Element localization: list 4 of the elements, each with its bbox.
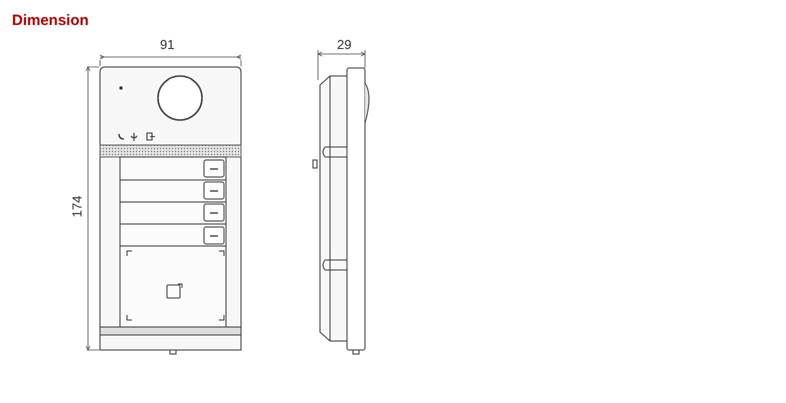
dimension-label: 29: [337, 38, 352, 51]
title: Dimension: [12, 11, 89, 31]
dimension-label: 174: [70, 196, 84, 218]
dimension-label: 91: [160, 38, 174, 51]
